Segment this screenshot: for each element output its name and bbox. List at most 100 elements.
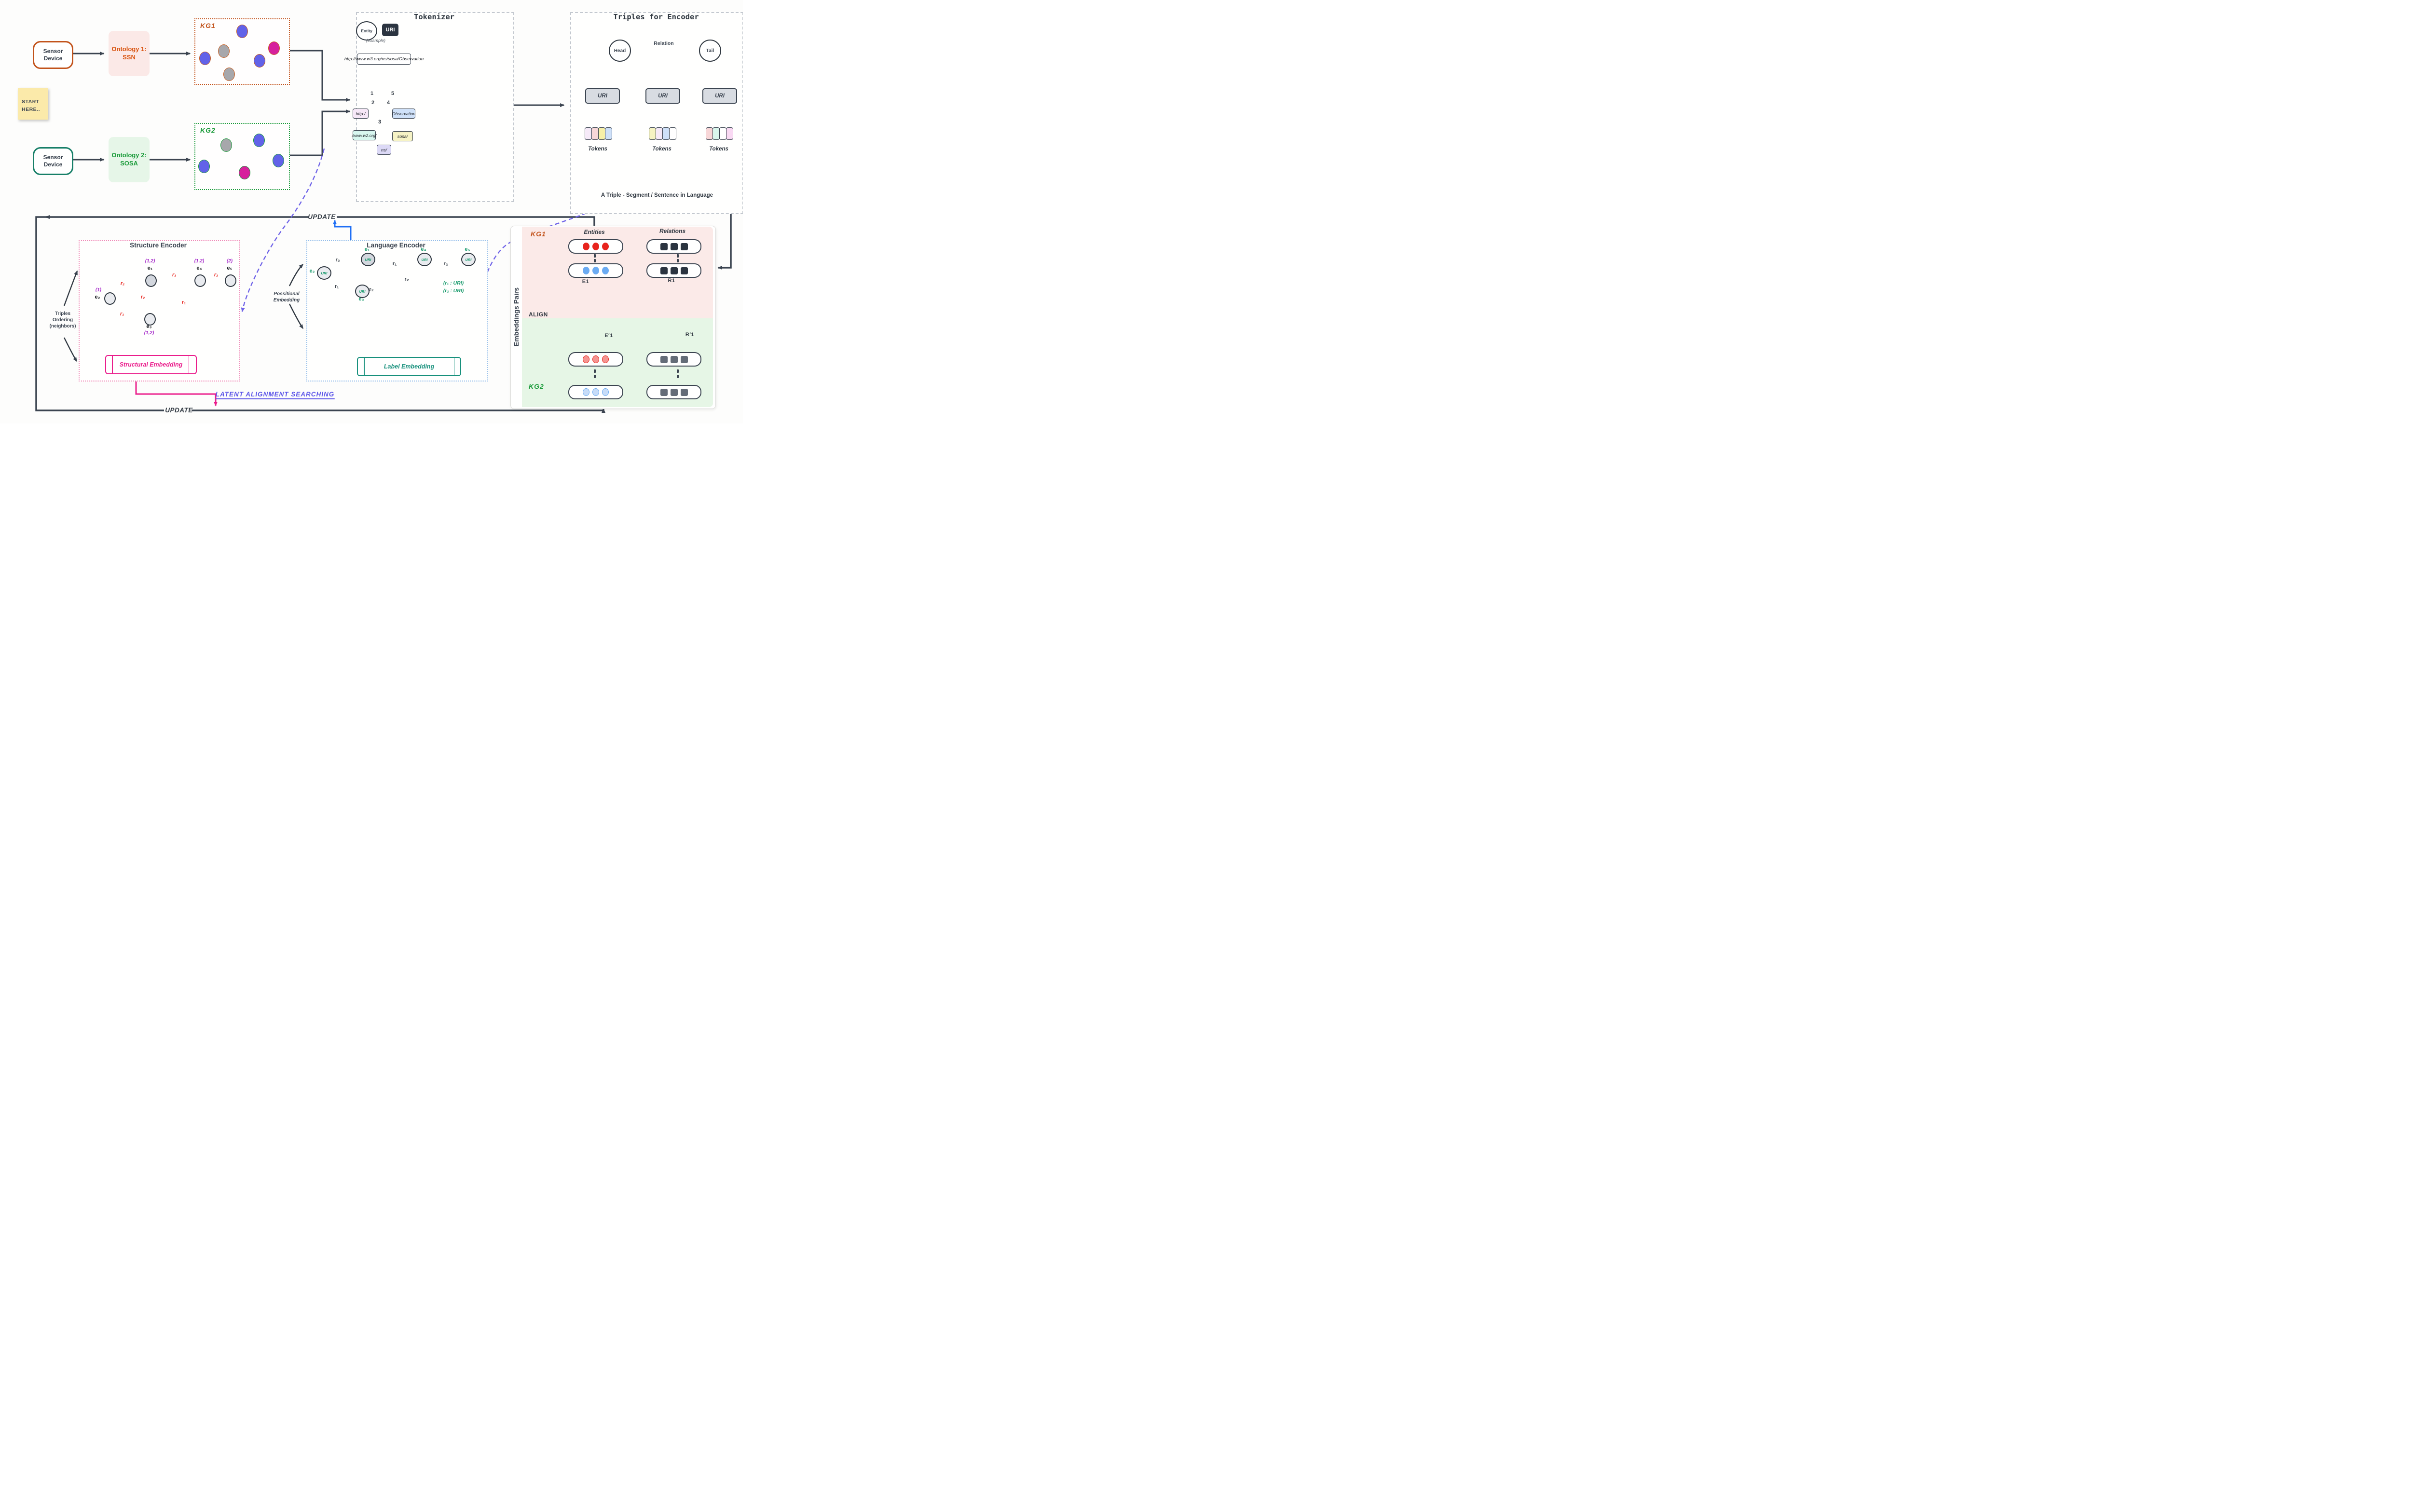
tokens-label-tail: Tokens xyxy=(709,146,728,152)
l-node-e2: URI xyxy=(317,266,331,280)
uri-example-text: http://www.w3.org/ns/sosa/Observation xyxy=(344,56,424,62)
entity-circle: Entity xyxy=(356,21,377,41)
entity-label: Entity xyxy=(361,28,372,33)
divider xyxy=(364,358,365,375)
kg1-node-gray xyxy=(218,44,230,58)
token-http-label: http:/ xyxy=(356,111,366,116)
entity-dot xyxy=(592,243,599,250)
entity-dot xyxy=(583,267,589,274)
entity-dot xyxy=(592,355,599,363)
l-e4-label: e₄ xyxy=(421,246,426,252)
branch-2: 2 xyxy=(371,100,375,106)
l-node-e1: URI xyxy=(361,253,375,266)
s-e5-label: e₅ xyxy=(227,265,233,271)
relation-square xyxy=(670,388,678,396)
uri-dark-box: URI xyxy=(382,24,398,36)
l-edge-r2-e4e3: r₂ xyxy=(404,276,409,282)
divider xyxy=(112,356,113,373)
triple-caption: A Triple - Segment / Sentence in Languag… xyxy=(601,192,713,198)
s-node-e1 xyxy=(145,274,157,287)
sensor1-line2: Device xyxy=(43,55,63,62)
relation-token-chip xyxy=(656,127,663,140)
l-e5-label: e₅ xyxy=(465,246,470,252)
branch-3: 3 xyxy=(378,119,382,125)
kg2-node-blue-top xyxy=(253,134,265,147)
relations-header: Relations xyxy=(659,228,686,234)
uri-box-head: URI xyxy=(585,88,620,104)
update-bottom-label: UPDATE xyxy=(165,407,193,414)
divider xyxy=(188,356,189,373)
token-www: /www.w2.org/ xyxy=(352,130,376,140)
ann-e4: (1,2) xyxy=(194,259,205,264)
kg1-node-blue-top xyxy=(236,25,248,38)
tail-token-chip xyxy=(713,127,720,140)
relation-square xyxy=(660,355,668,363)
s-node-e4 xyxy=(194,274,206,287)
s-edge-r2-e1e3: r₂ xyxy=(140,294,145,300)
kg1-entity-embedding-pill-2 xyxy=(568,263,623,278)
l-legend-r1: (r₁ : URI) xyxy=(443,280,464,286)
s-node-e2 xyxy=(104,292,116,305)
uri-box-head-label: URI xyxy=(598,93,607,99)
kg2-node-blue-right xyxy=(273,154,284,167)
tokenizer-title: Tokenizer xyxy=(414,13,454,21)
tail-token-chip xyxy=(706,127,713,140)
relation-square xyxy=(680,355,688,363)
tail-token-chip xyxy=(726,127,733,140)
sensor1-line1: Sensor xyxy=(43,48,63,54)
branch-5: 5 xyxy=(391,91,395,96)
l-edge-r2-e4e5: r₂ xyxy=(443,261,448,267)
entity-dot xyxy=(602,388,609,396)
l-node-e5-uri: URI xyxy=(465,257,472,262)
ellipsis-dot xyxy=(677,259,679,262)
relation-square xyxy=(670,243,678,250)
token-ns: ns/ xyxy=(377,145,391,155)
l-node-e3-uri: URI xyxy=(359,289,366,294)
relation-label: Relation xyxy=(654,41,674,46)
l-node-e4: URI xyxy=(417,253,432,266)
ontology1-line2: SSN xyxy=(123,54,136,61)
token-sosa-label: sosa/ xyxy=(397,134,408,139)
latent-alignment-label: LATENT ALIGNMENT SEARCHING xyxy=(215,391,335,399)
ellipsis-dot xyxy=(594,254,596,258)
entity-dot xyxy=(592,388,599,396)
uri-box-tail: URI xyxy=(702,88,737,104)
s-node-e3 xyxy=(144,313,156,326)
align-label: ALIGN xyxy=(529,311,548,318)
branch-1: 1 xyxy=(370,91,374,96)
panel-kg1-label: KG1 xyxy=(531,230,546,238)
ann-e2: (1) xyxy=(95,287,102,293)
kg2-relation-embedding-pill xyxy=(646,352,701,367)
structural-embedding-label: Structural Embedding xyxy=(119,361,183,368)
note-line2: HERE.. xyxy=(22,106,41,112)
l-node-e1-uri: URI xyxy=(365,257,371,262)
ellipsis-dot xyxy=(677,369,679,373)
l-node-e3: URI xyxy=(355,285,370,298)
token-observation-label: Observation xyxy=(392,111,416,116)
possitional-line1: Possitional xyxy=(274,291,300,297)
uri-box-relation: URI xyxy=(645,88,680,104)
token-ns-label: ns/ xyxy=(381,147,387,152)
relation-square xyxy=(670,355,678,363)
note-line1: START xyxy=(22,99,40,105)
relation-token-chip xyxy=(662,127,670,140)
sensor2-line2: Device xyxy=(43,161,63,168)
panel-kg2-label: KG2 xyxy=(529,382,544,390)
l-edge-r1-e1e4: r₁ xyxy=(392,261,397,267)
kg1-node-gray-bottom xyxy=(223,68,235,81)
tokenizer-box xyxy=(356,12,514,202)
uri-example-box: http://www.w3.org/ns/sosa/Observation xyxy=(344,54,424,65)
tail-token-chip xyxy=(719,127,726,140)
l-edge-r1-e3e2: r₁ xyxy=(334,284,339,289)
l-node-e4-uri: URI xyxy=(421,257,428,262)
l-node-e5: URI xyxy=(461,253,476,266)
label-embedding-label: Label Embedding xyxy=(384,363,435,370)
token-sosa: sosa/ xyxy=(392,131,413,141)
entity-dot xyxy=(583,243,589,250)
embeddings-pairs-side-label: Embeddings Pairs xyxy=(512,287,520,347)
s-e2-label: e₂ xyxy=(95,294,100,300)
kg2-node-gray xyxy=(220,138,232,152)
possitional-line2: Embedding xyxy=(273,298,300,303)
